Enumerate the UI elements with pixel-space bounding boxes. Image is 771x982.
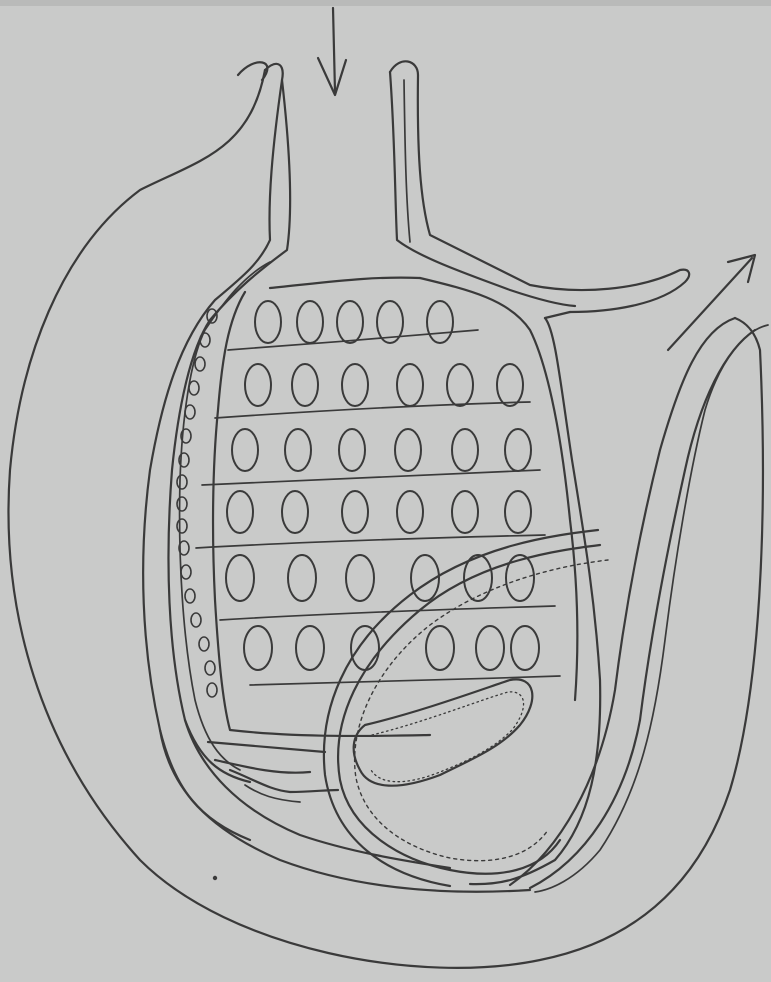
stray-dot — [213, 876, 217, 880]
paper-edge — [0, 0, 771, 6]
